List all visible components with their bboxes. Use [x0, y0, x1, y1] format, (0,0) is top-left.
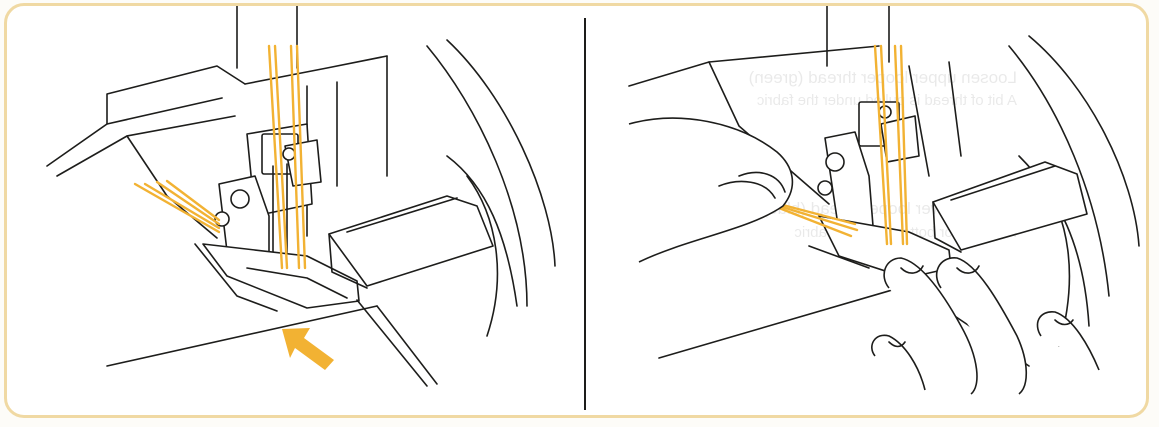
panel-divider [584, 18, 586, 410]
left-panel-drawing [7, 6, 579, 415]
right-panel-drawing [589, 6, 1149, 415]
illustration-frame: Loosen upper looper thread (green) A bit… [4, 3, 1149, 418]
arrow-up-left-icon [282, 328, 334, 370]
